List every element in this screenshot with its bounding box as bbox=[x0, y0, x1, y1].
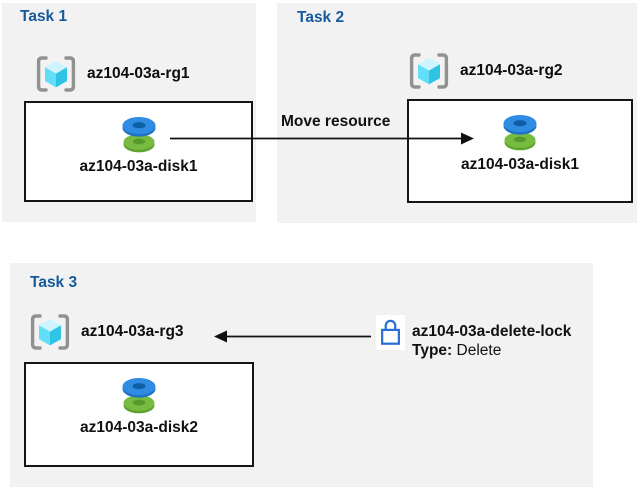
lock-icon bbox=[381, 319, 400, 345]
task1-resource-group: az104-03a-rg1 bbox=[34, 55, 190, 93]
lock-name: az104-03a-delete-lock bbox=[412, 323, 572, 340]
lock-chip bbox=[376, 315, 405, 350]
task2-resource-box: az104-03a-disk1 bbox=[407, 99, 633, 203]
move-resource-label: Move resource bbox=[281, 113, 391, 130]
disk-icon bbox=[503, 115, 537, 151]
task2-title: Task 2 bbox=[297, 9, 345, 26]
lock-type-line: Type: Delete bbox=[412, 341, 571, 360]
task3-resource-name: az104-03a-disk2 bbox=[79, 419, 199, 436]
lock-type-value: Delete bbox=[456, 342, 502, 359]
task2-rg-name: az104-03a-rg2 bbox=[460, 62, 563, 79]
disk-icon bbox=[122, 117, 155, 153]
lock-type-label: Type: bbox=[412, 342, 453, 359]
task3-resource-box: az104-03a-disk2 bbox=[24, 362, 254, 467]
task3-title: Task 3 bbox=[30, 274, 78, 291]
task2-resource-name: az104-03a-disk1 bbox=[460, 156, 580, 173]
task1-resource-box: az104-03a-disk1 bbox=[24, 101, 253, 202]
task1-resource-name: az104-03a-disk1 bbox=[79, 158, 198, 175]
arrow-right-icon bbox=[170, 132, 474, 145]
resource-group-icon bbox=[409, 53, 449, 89]
task1-title: Task 1 bbox=[20, 8, 68, 25]
task1-rg-name: az104-03a-rg1 bbox=[87, 65, 190, 82]
arrow-left-icon bbox=[214, 330, 371, 343]
lock-annotation: az104-03a-delete-lock Type: Delete bbox=[412, 322, 571, 360]
disk-icon bbox=[122, 378, 156, 414]
task3-rg-name: az104-03a-rg3 bbox=[81, 323, 184, 340]
task3-resource-group: az104-03a-rg3 bbox=[28, 313, 184, 351]
resource-group-icon bbox=[30, 314, 70, 350]
resource-group-icon bbox=[36, 56, 76, 92]
task2-resource-group: az104-03a-rg2 bbox=[407, 52, 563, 90]
